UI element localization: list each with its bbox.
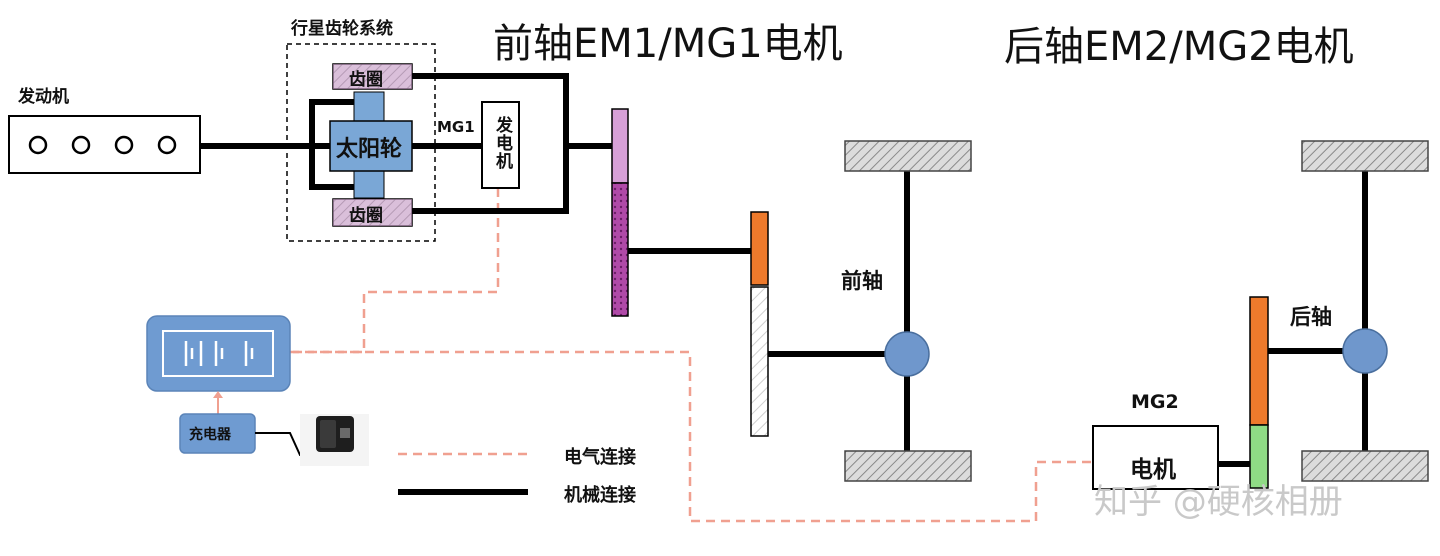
battery-inner-frame (162, 330, 274, 377)
ring-gear-top-label: 齿圈 (349, 70, 383, 90)
legend-mechanical-label: 机械连接 (564, 485, 636, 506)
planetary-system-box (286, 43, 436, 242)
rear-gear-green (1249, 424, 1269, 489)
rear-wheel-bottom (1301, 450, 1429, 482)
front-axle-label: 前轴 (841, 269, 883, 293)
reducer-gear-orange (750, 211, 769, 286)
mech-carrier-frame (309, 99, 354, 190)
ring-gear-top-shade (333, 64, 412, 89)
motor-label: 电机 (1130, 457, 1176, 483)
arrow-head-icon (213, 391, 223, 398)
sun-gear (329, 120, 413, 172)
generator-box (481, 101, 520, 189)
front-gear-lower (611, 182, 629, 317)
rear-wheel-top (1301, 140, 1429, 172)
front-wheel-top (844, 140, 972, 172)
front-motor-title: 前轴EM1/MG1电机 (493, 21, 843, 67)
cylinder-icon (28, 135, 48, 155)
elec-battery-to-mg2 (290, 350, 1093, 523)
planet-gear-bottom (353, 169, 385, 199)
rear-gear-orange (1249, 296, 1269, 426)
mg2-tag: MG2 (1131, 391, 1179, 413)
mechanical-connections (200, 73, 1368, 495)
charger-plug-icon (300, 414, 369, 466)
mg1-tag: MG1 (437, 118, 475, 136)
electrical-connections (290, 188, 1093, 523)
battery-cells-icon (182, 338, 254, 369)
mg2-motor-box (1092, 425, 1219, 490)
rear-axle-label: 后轴 (1290, 305, 1332, 329)
generator-label: 发电机 (492, 116, 512, 170)
ring-gear-bottom-label: 齿圈 (349, 206, 383, 226)
cylinder-icon (157, 135, 177, 155)
sun-gear-label: 太阳轮 (336, 137, 403, 162)
front-gear-upper (611, 108, 629, 184)
ring-gear-bottom-shade (333, 199, 412, 226)
engine-label: 发动机 (18, 87, 69, 107)
front-wheel-bottom (844, 450, 972, 482)
charger-label: 充电器 (189, 427, 231, 443)
cylinder-icon (114, 135, 134, 155)
planetary-system-label: 行星齿轮系统 (291, 19, 393, 39)
engine-cylinders (28, 135, 177, 155)
rear-differential (1342, 328, 1388, 374)
front-differential (884, 331, 930, 377)
watermark: 知乎 @硬核相册 (1094, 482, 1343, 522)
cylinder-icon (71, 135, 91, 155)
rear-motor-title: 后轴EM2/MG2电机 (1004, 24, 1354, 70)
planet-gear-top (353, 91, 385, 123)
reducer-gear-white (750, 286, 769, 437)
legend-electrical-label: 电气连接 (564, 447, 636, 468)
